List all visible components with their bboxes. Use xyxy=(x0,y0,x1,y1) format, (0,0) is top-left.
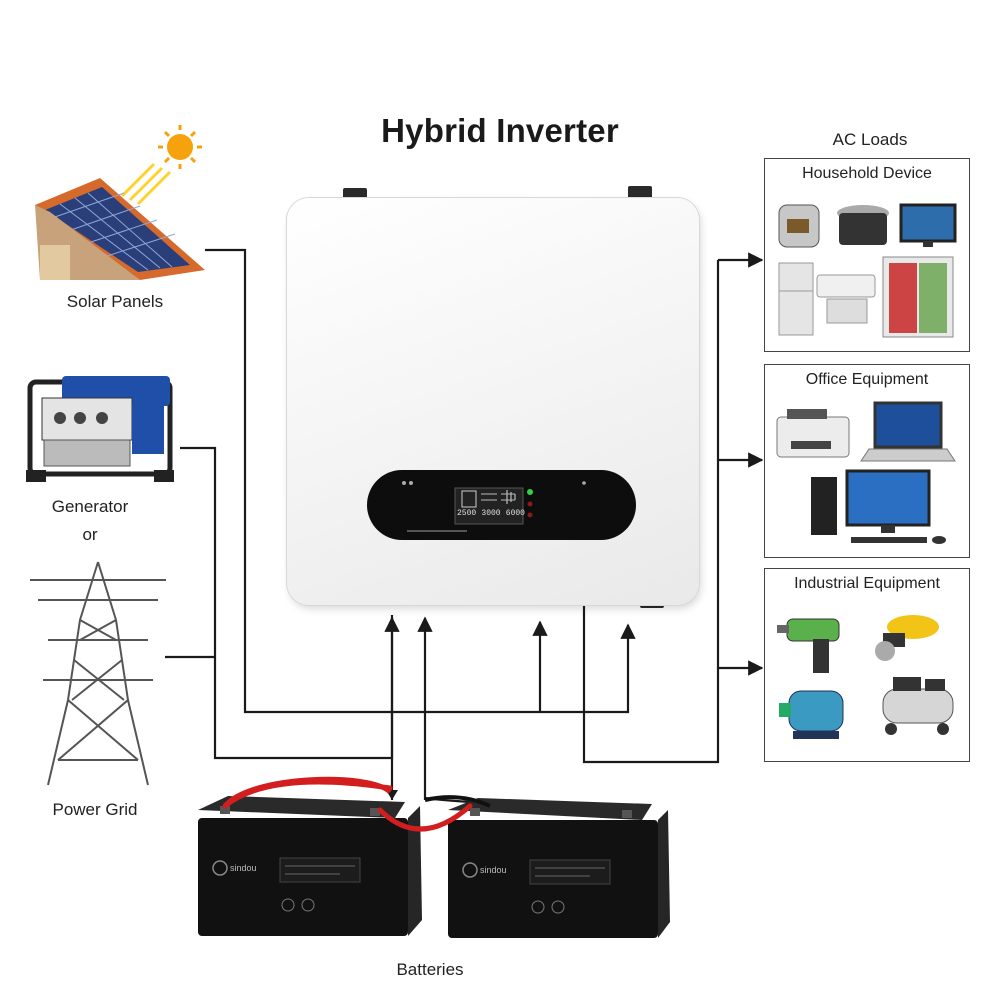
generator-illustration xyxy=(26,376,174,482)
display-value-1: 2500 xyxy=(457,509,477,518)
batteries-label: Batteries xyxy=(396,960,464,979)
solar-panels-label: Solar Panels xyxy=(66,292,164,311)
ac-output-wire xyxy=(582,260,720,764)
power-grid-label: Power Grid xyxy=(52,800,138,819)
office-equipment-label: Office Equipment xyxy=(805,371,929,388)
inverter-display-details xyxy=(402,481,586,532)
battery-2 xyxy=(448,798,670,938)
inverter-mount-bracket-right xyxy=(628,186,652,200)
inverter-body xyxy=(287,198,699,605)
industrial-equipment-illustration xyxy=(777,615,954,739)
battery-1-brand: sindou xyxy=(230,863,257,873)
battery-2-brand: sindou xyxy=(480,865,507,875)
display-value-2: 3000 xyxy=(481,509,501,518)
batteries-illustration: sindou sindou xyxy=(198,776,670,938)
inverter-display-readout: 2500 3000 6000 xyxy=(457,509,525,518)
industrial-equipment-box: Industrial Equipment xyxy=(764,568,970,762)
or-label: or xyxy=(82,525,98,544)
battery-1 xyxy=(198,796,422,936)
household-device-label: Household Device xyxy=(802,165,932,182)
power-grid-tower-illustration xyxy=(30,561,166,786)
solar-wire xyxy=(205,248,636,714)
household-appliances-illustration xyxy=(778,203,957,338)
ac-loads-heading: AC Loads xyxy=(832,130,908,149)
office-equipment-box: Office Equipment xyxy=(764,364,970,558)
battery-red-cable-top xyxy=(223,776,392,808)
battery-black-cable xyxy=(424,795,491,808)
industrial-equipment-label: Industrial Equipment xyxy=(794,575,940,592)
display-value-3: 6000 xyxy=(505,509,525,518)
household-device-box: Household Device xyxy=(764,158,970,352)
solar-panel-illustration xyxy=(35,125,205,280)
diagram-title: Hybrid Inverter xyxy=(381,112,619,149)
office-equipment-illustration xyxy=(776,401,956,544)
generator-label: Generator xyxy=(51,497,129,516)
